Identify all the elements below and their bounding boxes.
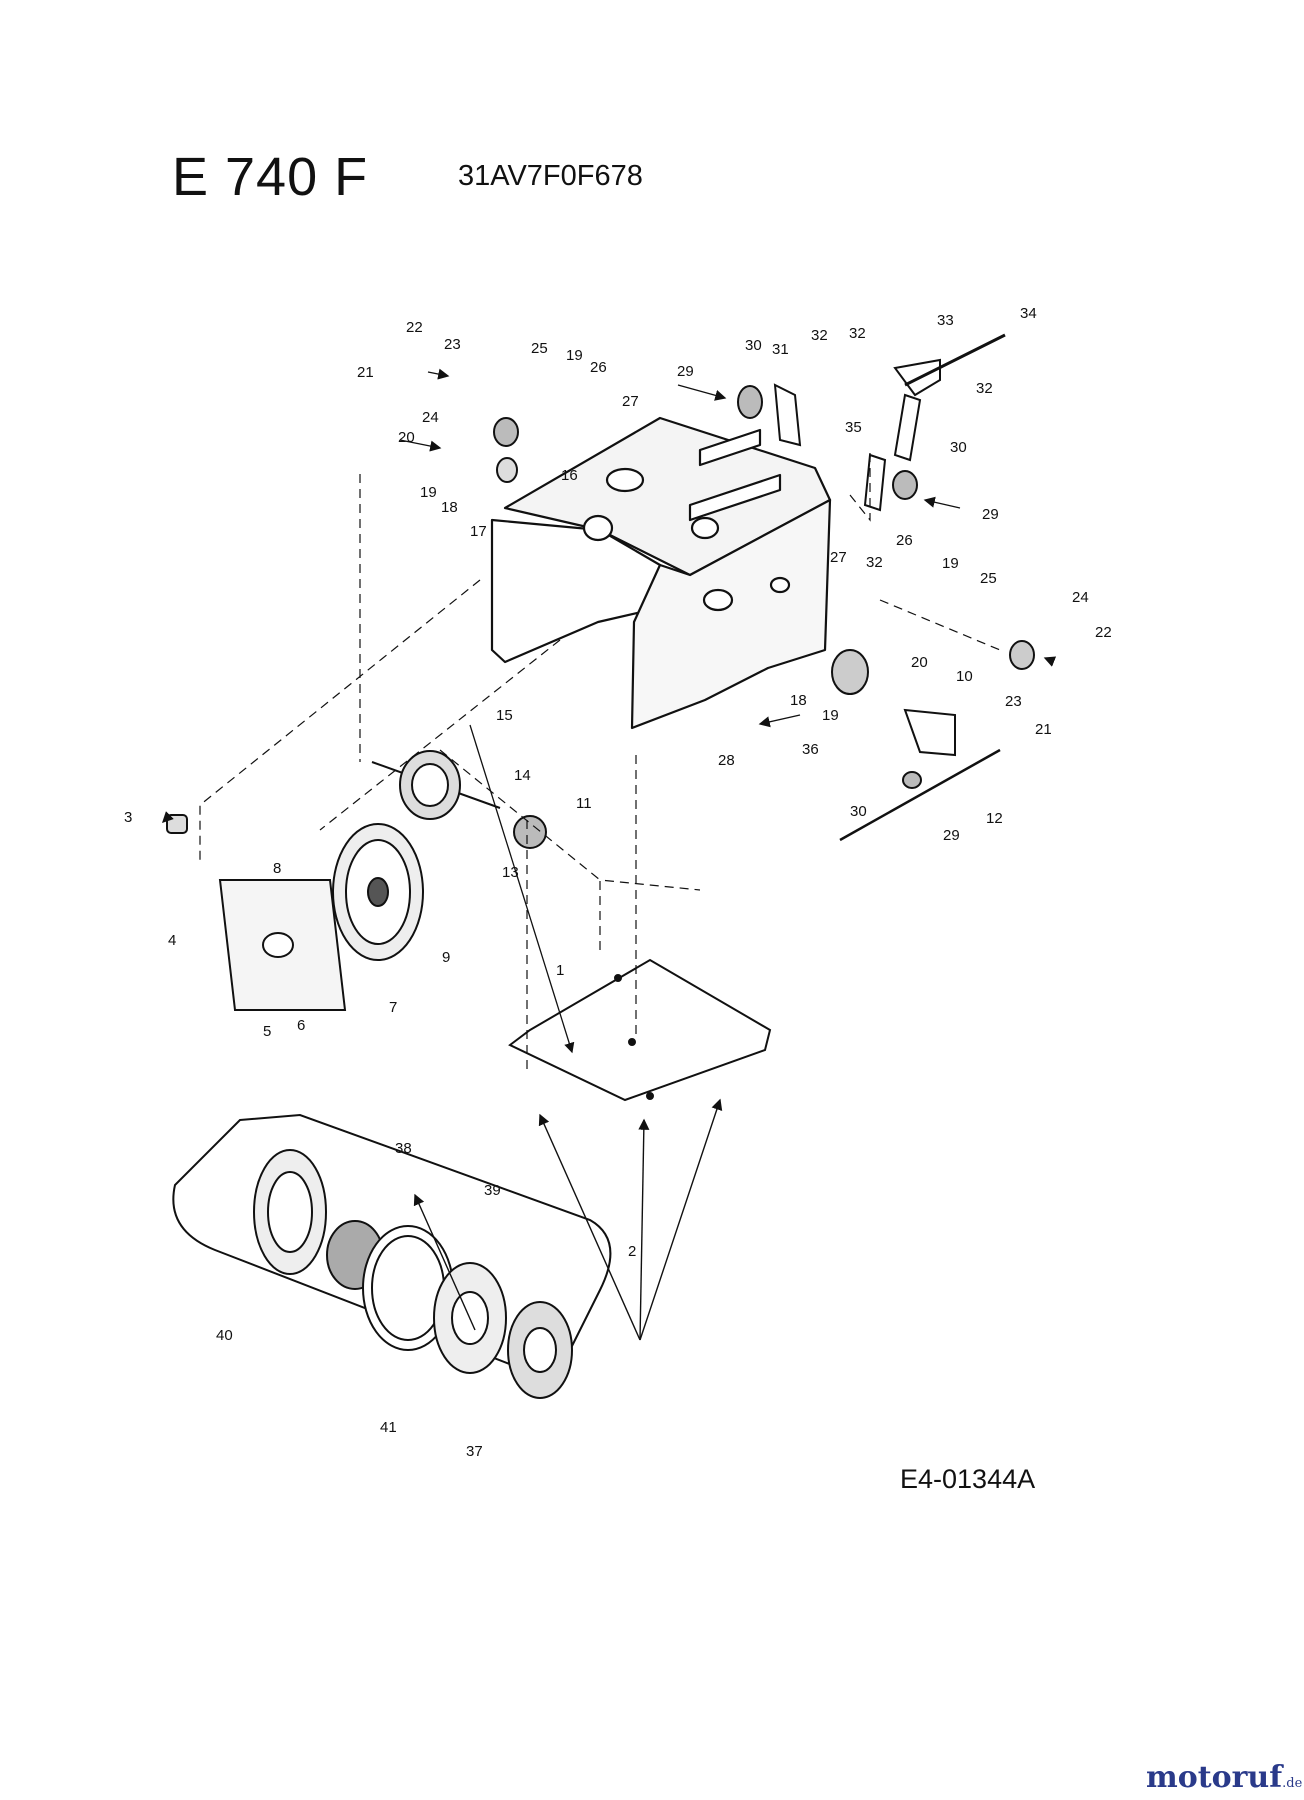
label-22: 22	[1095, 624, 1112, 641]
label-32: 32	[849, 325, 866, 342]
label-15: 15	[496, 707, 513, 724]
part-number-labels: 1 2 3 4 5 6 7 8 9 10 11 12 13 14 15 16 1…	[124, 305, 1112, 1460]
label-41: 41	[380, 1419, 397, 1436]
label-29: 29	[677, 363, 694, 380]
label-22: 22	[406, 319, 423, 336]
label-2: 2	[628, 1243, 636, 1260]
label-3: 3	[124, 809, 132, 826]
label-28: 28	[718, 752, 735, 769]
frame-housing	[490, 416, 832, 730]
label-19: 19	[822, 707, 839, 724]
label-19: 19	[942, 555, 959, 572]
label-23: 23	[444, 336, 461, 353]
label-32: 32	[811, 327, 828, 344]
label-29: 29	[943, 827, 960, 844]
watermark-suffix: .de	[1282, 1776, 1303, 1791]
label-4: 4	[168, 932, 176, 949]
label-8: 8	[273, 860, 281, 877]
diagram-title: E 740 F	[172, 147, 369, 207]
label-26: 26	[590, 359, 607, 376]
label-40: 40	[216, 1327, 233, 1344]
label-36: 36	[802, 741, 819, 758]
label-19: 19	[420, 484, 437, 501]
label-18: 18	[441, 499, 458, 516]
label-27: 27	[622, 393, 639, 410]
label-30: 30	[745, 337, 762, 354]
label-6: 6	[297, 1017, 305, 1034]
label-39: 39	[484, 1182, 501, 1199]
label-18: 18	[790, 692, 807, 709]
label-17: 17	[470, 523, 487, 540]
guide-lines	[199, 450, 1001, 1070]
label-32: 32	[976, 380, 993, 397]
label-11: 11	[576, 795, 592, 812]
label-24: 24	[1072, 589, 1089, 606]
label-1: 1	[556, 962, 564, 979]
watermark-logo[interactable]: motoruf.de	[1146, 1760, 1302, 1795]
label-26: 26	[896, 532, 913, 549]
label-19: 19	[566, 347, 583, 364]
label-5: 5	[263, 1023, 271, 1040]
label-13: 13	[502, 864, 519, 881]
label-24: 24	[422, 409, 439, 426]
label-10: 10	[956, 668, 973, 685]
drive-wheel-assembly	[166, 750, 547, 1011]
label-21: 21	[357, 364, 374, 381]
label-23: 23	[1005, 693, 1022, 710]
label-7: 7	[389, 999, 397, 1016]
label-29: 29	[982, 506, 999, 523]
label-9: 9	[442, 949, 450, 966]
label-25: 25	[980, 570, 997, 587]
label-33: 33	[937, 312, 954, 329]
watermark-brand: motoruf	[1146, 1760, 1283, 1795]
label-20: 20	[911, 654, 928, 671]
label-20: 20	[398, 429, 415, 446]
label-37: 37	[466, 1443, 483, 1460]
label-25: 25	[531, 340, 548, 357]
label-30: 30	[950, 439, 967, 456]
label-38: 38	[395, 1140, 412, 1157]
arrows	[162, 368, 1057, 1341]
label-30: 30	[850, 803, 867, 820]
label-27: 27	[830, 549, 847, 566]
label-16: 16	[561, 467, 578, 484]
model-number: 31AV7F0F678	[458, 160, 643, 192]
label-12: 12	[986, 810, 1003, 827]
label-31: 31	[772, 341, 789, 358]
label-32: 32	[866, 554, 883, 571]
diagram-code: E4-01344A	[900, 1464, 1036, 1494]
label-34: 34	[1020, 305, 1037, 322]
label-14: 14	[514, 767, 531, 784]
label-35: 35	[845, 419, 862, 436]
label-21: 21	[1035, 721, 1052, 738]
auger-gearbox-detail	[172, 1113, 612, 1399]
rear-cover-plate	[508, 958, 772, 1102]
